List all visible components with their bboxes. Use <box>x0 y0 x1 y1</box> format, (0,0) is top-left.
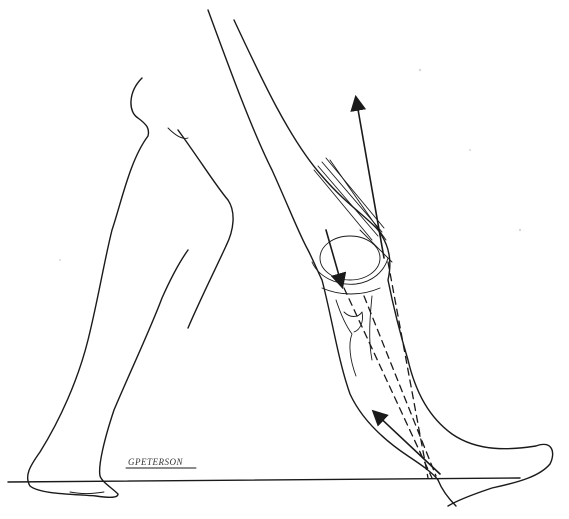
knee-force-arrow <box>326 230 342 286</box>
artist-signature: GPETERSON <box>128 457 183 467</box>
front-thigh-back <box>208 10 438 480</box>
tibia-plateau <box>322 288 380 294</box>
back-toe-line <box>70 492 104 494</box>
speck <box>419 69 421 71</box>
back-thigh-front <box>178 130 233 328</box>
speck <box>519 229 521 231</box>
front-foot-sole <box>438 480 456 506</box>
upward-force-arrow <box>356 98 384 258</box>
dashed-force-line <box>344 288 432 478</box>
speck <box>59 259 61 261</box>
speck <box>469 149 471 151</box>
tendon-line <box>326 158 384 228</box>
tendon-line <box>314 170 372 240</box>
ground-reaction-arrow <box>374 412 440 474</box>
front-thigh-front <box>234 20 553 506</box>
dashed-force-line <box>364 296 436 476</box>
ground-line <box>8 478 520 482</box>
back-leg-outline <box>28 78 188 497</box>
